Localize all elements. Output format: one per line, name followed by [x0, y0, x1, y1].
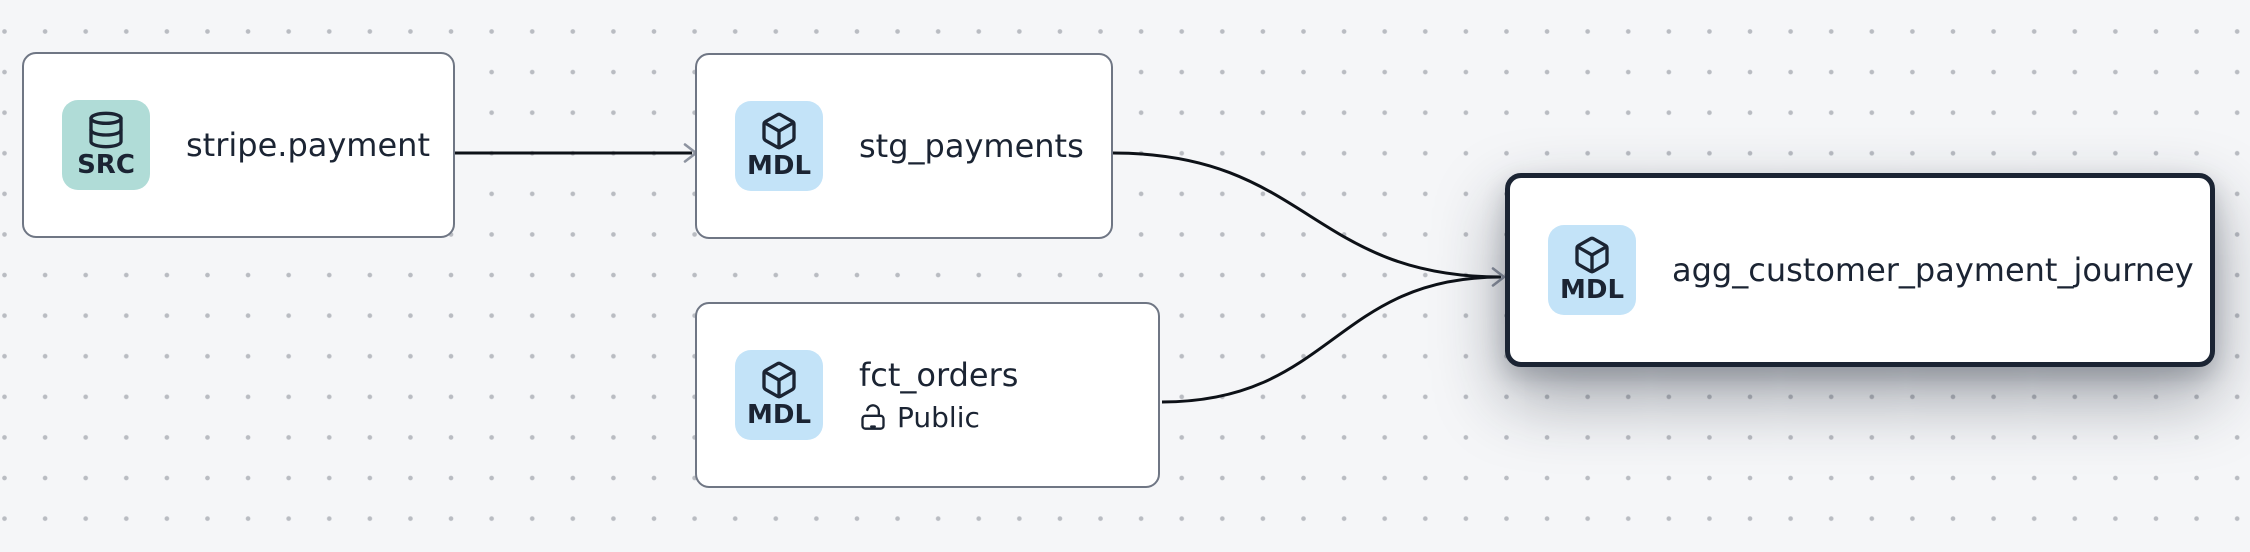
cube-icon	[762, 361, 796, 399]
edge-fct-to-agg	[1161, 275, 1502, 404]
node-label: fct_orders	[859, 356, 1019, 395]
edge-stg-to-agg	[1112, 151, 1502, 279]
source-badge: SRC	[62, 100, 150, 190]
database-icon	[89, 111, 123, 149]
cube-icon	[1575, 236, 1609, 274]
node-fct-orders[interactable]: MDL fct_orders Public	[695, 302, 1160, 488]
arrowhead-icon	[1491, 267, 1506, 287]
node-agg-customer-payment-journey[interactable]: MDL agg_customer_payment_journey	[1505, 173, 2215, 367]
access-status: Public	[859, 401, 1018, 434]
badge-label: MDL	[746, 151, 812, 182]
model-badge: MDL	[735, 350, 823, 440]
node-label: stripe.payment	[186, 125, 430, 164]
lock-open-icon	[861, 404, 885, 431]
node-stg-payments[interactable]: MDL stg_payments	[695, 53, 1113, 239]
node-stripe-payment[interactable]: SRC stripe.payment	[22, 52, 455, 238]
node-label: stg_payments	[859, 126, 1084, 165]
badge-label: MDL	[746, 400, 812, 431]
cube-icon	[762, 112, 796, 150]
badge-label: MDL	[1559, 275, 1625, 306]
model-badge: MDL	[735, 101, 823, 191]
badge-label: SRC	[77, 150, 135, 181]
access-label: Public	[897, 400, 980, 434]
node-label: agg_customer_payment_journey	[1672, 250, 2194, 289]
model-badge: MDL	[1548, 225, 1636, 315]
